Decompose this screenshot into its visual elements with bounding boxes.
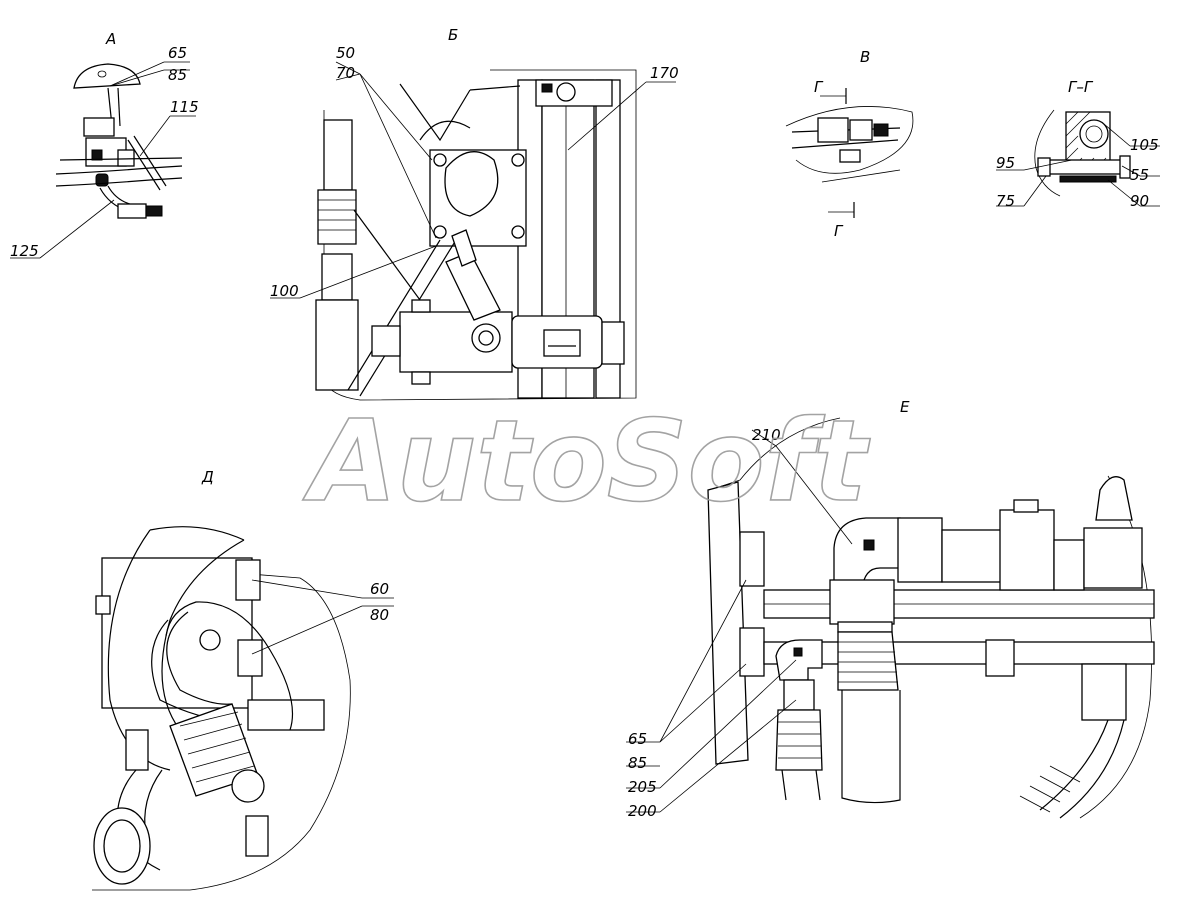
- view-gg-callout-2: 95: [996, 154, 1015, 172]
- view-v-section-mark-bottom: Г: [834, 222, 844, 240]
- view-a-callout-2: 85: [168, 66, 187, 84]
- view-a: А 65 85 115 125: [10, 30, 199, 260]
- autosoft-watermark: AutoSoft: [302, 397, 870, 527]
- view-b-callout-1: 50: [336, 44, 355, 62]
- view-e-callout-3: 85: [628, 754, 647, 772]
- view-b-callout-4: 100: [270, 282, 299, 300]
- view-gg-callout-1: 105: [1130, 136, 1159, 154]
- view-v-title: В: [860, 48, 870, 66]
- view-d: Д 60 8: [92, 468, 394, 891]
- view-e-callout-1: 210: [752, 426, 781, 444]
- view-d-callout-2: 80: [370, 606, 389, 624]
- view-b-callout-2: 70: [336, 64, 355, 82]
- view-e-callout-5: 200: [628, 802, 657, 820]
- view-a-title: А: [105, 30, 116, 48]
- view-d-title: Д: [201, 468, 214, 486]
- view-d-callout-1: 60: [370, 580, 389, 598]
- view-v: В Г Г: [785, 48, 914, 240]
- view-e-callout-2: 65: [628, 730, 647, 748]
- view-e-title: Е: [900, 398, 910, 416]
- view-b-callout-3: 170: [650, 64, 679, 82]
- view-gg-title: Г–Г: [1068, 78, 1094, 96]
- view-e: Е: [626, 398, 1155, 820]
- view-e-callout-4: 205: [628, 778, 657, 796]
- view-a-callout-3: 115: [170, 98, 199, 116]
- view-gg-callout-3: 55: [1130, 166, 1149, 184]
- view-a-callout-4: 125: [10, 242, 39, 260]
- view-b: Б: [270, 26, 679, 401]
- view-gg-callout-5: 90: [1130, 192, 1149, 210]
- view-v-section-mark-top: Г: [814, 78, 824, 96]
- view-gg: Г–Г 105 95 55 75 90: [996, 78, 1160, 210]
- view-gg-callout-4: 75: [996, 192, 1015, 210]
- view-b-title: Б: [448, 26, 458, 44]
- view-a-callout-1: 65: [168, 44, 187, 62]
